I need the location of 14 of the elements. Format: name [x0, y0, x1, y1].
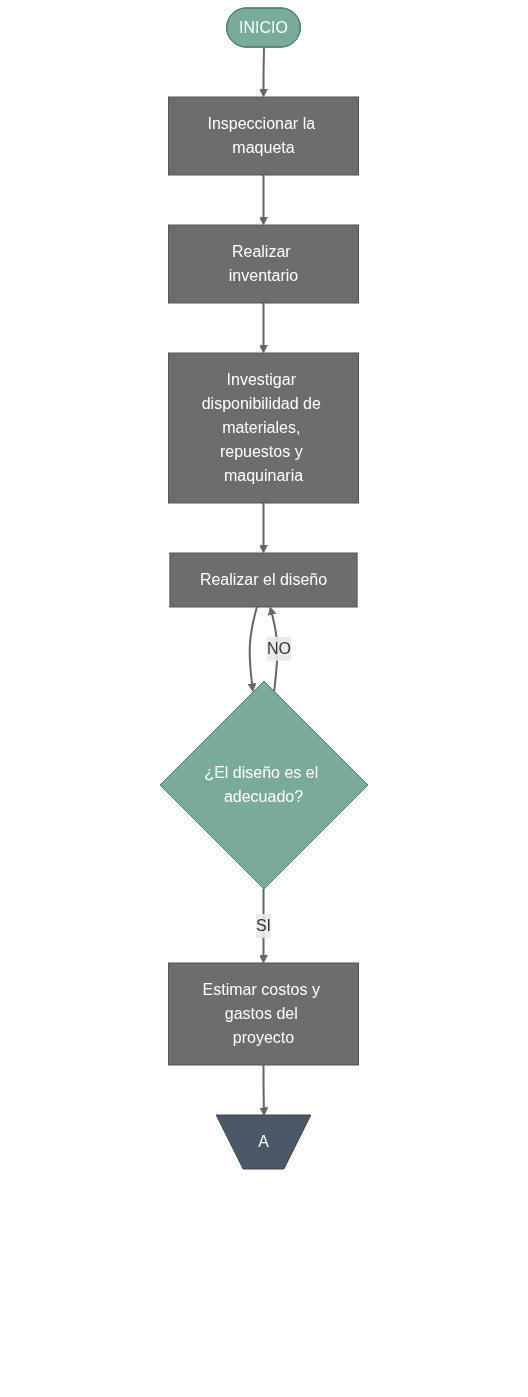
edge-label: NO — [266, 639, 291, 657]
arrow — [247, 606, 258, 692]
arrow — [259, 502, 268, 554]
edge-label: SI — [255, 917, 272, 934]
arrow — [259, 174, 268, 226]
arrow — [259, 46, 268, 98]
node-box: Investigar disponibilidad de materiales, repuestos y maquinaria — [168, 352, 359, 504]
node-box: Realizar inventario — [168, 224, 359, 304]
node-box: Estimar costos y gastos del proyecto — [168, 962, 359, 1066]
arrow — [259, 302, 268, 354]
node-diamond: ¿El diseño es el adecuado? — [159, 680, 369, 890]
arrow — [259, 1064, 269, 1116]
node-box: Realizar el diseño — [169, 552, 358, 608]
node-box: Inspeccionar la maqueta — [168, 96, 359, 176]
